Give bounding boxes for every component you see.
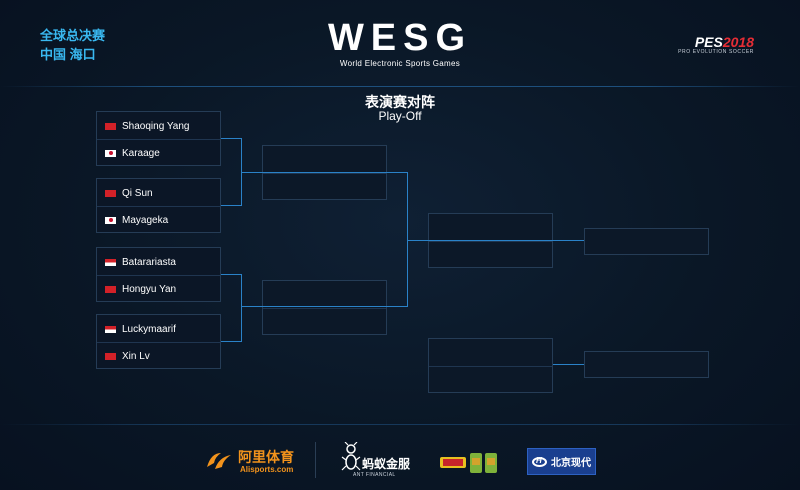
semifinal-slot-2: [262, 280, 387, 335]
jp-flag-icon: [105, 149, 116, 157]
player-name: Hongyu Yan: [122, 283, 177, 295]
hyundai-logo: 北京现代: [527, 448, 596, 475]
third-place-slot: [428, 338, 553, 393]
jp-flag-icon: [105, 216, 116, 224]
ant-logo-icon: [341, 442, 361, 471]
match-box-3: Batarariasta Hongyu Yan: [96, 247, 221, 302]
bracket-line: [407, 172, 408, 307]
pes-logo-year: 2018: [722, 34, 754, 50]
player-row: Shaoqing Yang: [105, 119, 189, 133]
bracket-line: [241, 274, 242, 342]
beverage-logo: [440, 453, 497, 473]
bracket-line: [221, 274, 241, 275]
player-name: Shaoqing Yang: [122, 120, 190, 132]
bracket-line: [553, 364, 584, 365]
player-name: Luckymaarif: [122, 323, 176, 335]
bracket-line: [241, 172, 408, 173]
player-name: Batarariasta: [122, 256, 176, 268]
match-box-4: Luckymaarif Xin Lv: [96, 314, 221, 369]
hyundai-logo-text: 北京现代: [551, 458, 591, 469]
ant-logo-text: 蚂蚁金服: [362, 457, 411, 471]
hyundai-emblem-icon: [532, 456, 547, 467]
third-place-winner-slot: [584, 351, 709, 378]
alisports-logo-icon: [207, 453, 231, 469]
pes-logo-main: PES: [694, 34, 723, 50]
bracket-line: [407, 240, 584, 241]
champion-slot: [584, 228, 709, 255]
match-divider: [97, 206, 220, 207]
slot-divider: [263, 308, 386, 309]
alisports-logo-text: 阿里体育: [238, 449, 294, 465]
cn-flag-icon: [105, 352, 116, 360]
slot-divider: [429, 241, 552, 242]
match-divider: [97, 139, 220, 140]
ant-logo-subtext: ANT FINANCIAL: [353, 472, 396, 478]
footer-divider: [0, 424, 800, 425]
wesg-logo: WESG World Electronic Sports Games: [300, 18, 500, 68]
slot-divider: [429, 366, 552, 367]
bracket-subtitle: Play-Off: [378, 109, 422, 123]
pes-logo-text: PES2018: [678, 35, 754, 49]
event-location: 全球总决赛 中国 海口: [40, 26, 105, 64]
cn-flag-icon: [105, 189, 116, 197]
player-row: Luckymaarif: [105, 322, 176, 336]
pes-logo: PES2018 PRO EVOLUTION SOCCER: [678, 35, 754, 55]
bracket-title: 表演赛对阵: [365, 94, 435, 110]
pes-logo-subtitle: PRO EVOLUTION SOCCER: [678, 49, 754, 55]
player-row: Mayageka: [105, 213, 168, 227]
slot-divider: [263, 173, 386, 174]
bracket-line: [241, 306, 408, 307]
id-flag-icon: [105, 325, 116, 333]
player-row: Qi Sun: [105, 186, 153, 200]
event-city: 中国 海口: [40, 47, 96, 62]
event-title: 全球总决赛: [40, 28, 106, 43]
player-row: Karaage: [105, 146, 160, 160]
id-flag-icon: [105, 258, 116, 266]
alisports-logo-subtext: Alisports.com: [240, 465, 294, 474]
bracket-line: [221, 138, 241, 139]
bracket-line: [221, 205, 241, 206]
sponsor-divider: [315, 442, 316, 478]
match-box-2: Qi Sun Mayageka: [96, 178, 221, 233]
header-divider: [0, 86, 800, 87]
match-box-1: Shaoqing Yang Karaage: [96, 111, 221, 166]
cn-flag-icon: [105, 122, 116, 130]
match-divider: [97, 275, 220, 276]
wesg-logo-subtitle: World Electronic Sports Games: [339, 59, 461, 68]
player-row: Batarariasta: [105, 255, 176, 269]
bracket-line: [221, 341, 241, 342]
match-divider: [97, 342, 220, 343]
player-name: Karaage: [122, 147, 160, 159]
player-name: Mayageka: [122, 214, 169, 226]
player-name: Xin Lv: [122, 350, 150, 362]
player-row: Xin Lv: [105, 349, 150, 363]
player-row: Hongyu Yan: [105, 282, 176, 296]
wesg-logo-text: WESG: [327, 17, 473, 59]
cn-flag-icon: [105, 285, 116, 293]
player-name: Qi Sun: [122, 187, 153, 199]
